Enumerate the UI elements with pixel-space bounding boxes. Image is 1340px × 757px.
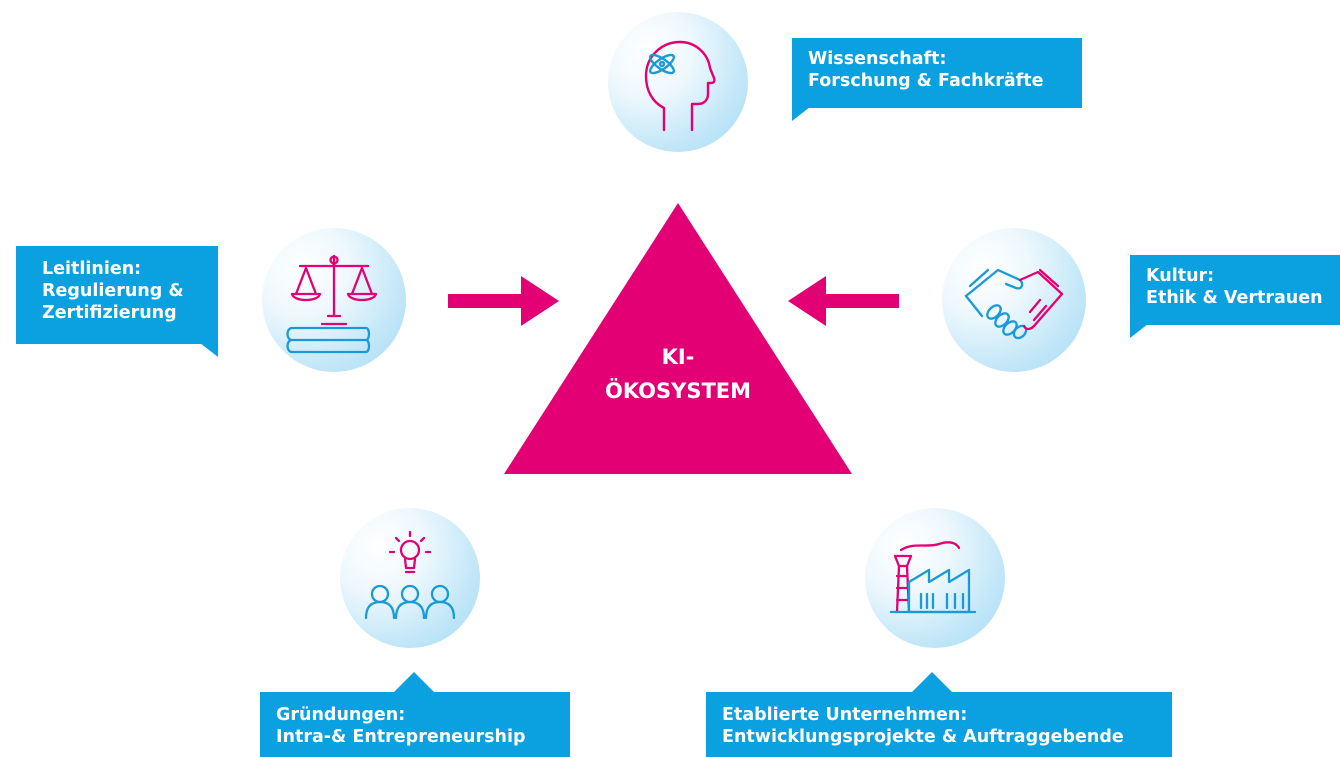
wissenschaft-circle — [608, 12, 748, 152]
kultur-title: Kultur: — [1146, 266, 1215, 286]
leitlinien-label: Leitlinien: Regulierung & Zertifizierung — [16, 246, 218, 344]
unternehmen-subtitle: Entwicklungsprojekte & Auftraggebende — [722, 727, 1124, 747]
leitlinien-subtitle-line2: Zertifizierung — [42, 303, 177, 323]
leitlinien-label-tail — [200, 343, 218, 357]
unternehmen-label-tail — [912, 672, 952, 692]
triangle-label: KI- ÖKOSYSTEM — [578, 340, 778, 408]
wissenschaft-label: Wissenschaft: Forschung & Fachkräfte — [792, 38, 1082, 108]
kultur-label: Kultur: Ethik & Vertrauen — [1130, 255, 1340, 325]
leitlinien-subtitle-line1: Regulierung & — [42, 281, 184, 301]
kultur-label-tail — [1130, 324, 1148, 338]
unternehmen-circle — [865, 508, 1005, 648]
head-atom-icon — [644, 40, 716, 132]
wissenschaft-title: Wissenschaft: — [808, 49, 947, 69]
arrow-left-to-center — [448, 276, 559, 326]
gruendungen-label: Gründungen: Intra-& Entrepreneurship — [260, 692, 570, 757]
gruendungen-circle — [340, 508, 480, 648]
gruendungen-title: Gründungen: — [276, 705, 406, 725]
lightbulb-team-icon — [364, 530, 456, 620]
leitlinien-title: Leitlinien: — [42, 259, 142, 279]
kultur-circle — [942, 228, 1086, 372]
scales-books-icon — [286, 254, 378, 354]
wissenschaft-subtitle: Forschung & Fachkräfte — [808, 71, 1044, 91]
wissenschaft-label-tail — [792, 107, 810, 121]
gruendungen-subtitle: Intra-& Entrepreneurship — [276, 727, 526, 747]
arrow-right-to-center — [788, 276, 899, 326]
handshake-icon — [964, 268, 1064, 340]
kultur-subtitle: Ethik & Vertrauen — [1146, 288, 1323, 308]
triangle-label-line2: ÖKOSYSTEM — [604, 379, 752, 403]
triangle-label-line1: KI- — [661, 345, 695, 369]
unternehmen-label: Etablierte Unternehmen: Entwicklungsproj… — [706, 692, 1172, 757]
factory-icon — [889, 541, 977, 614]
unternehmen-title: Etablierte Unternehmen: — [722, 705, 968, 725]
leitlinien-circle — [262, 228, 406, 372]
gruendungen-label-tail — [394, 672, 434, 692]
